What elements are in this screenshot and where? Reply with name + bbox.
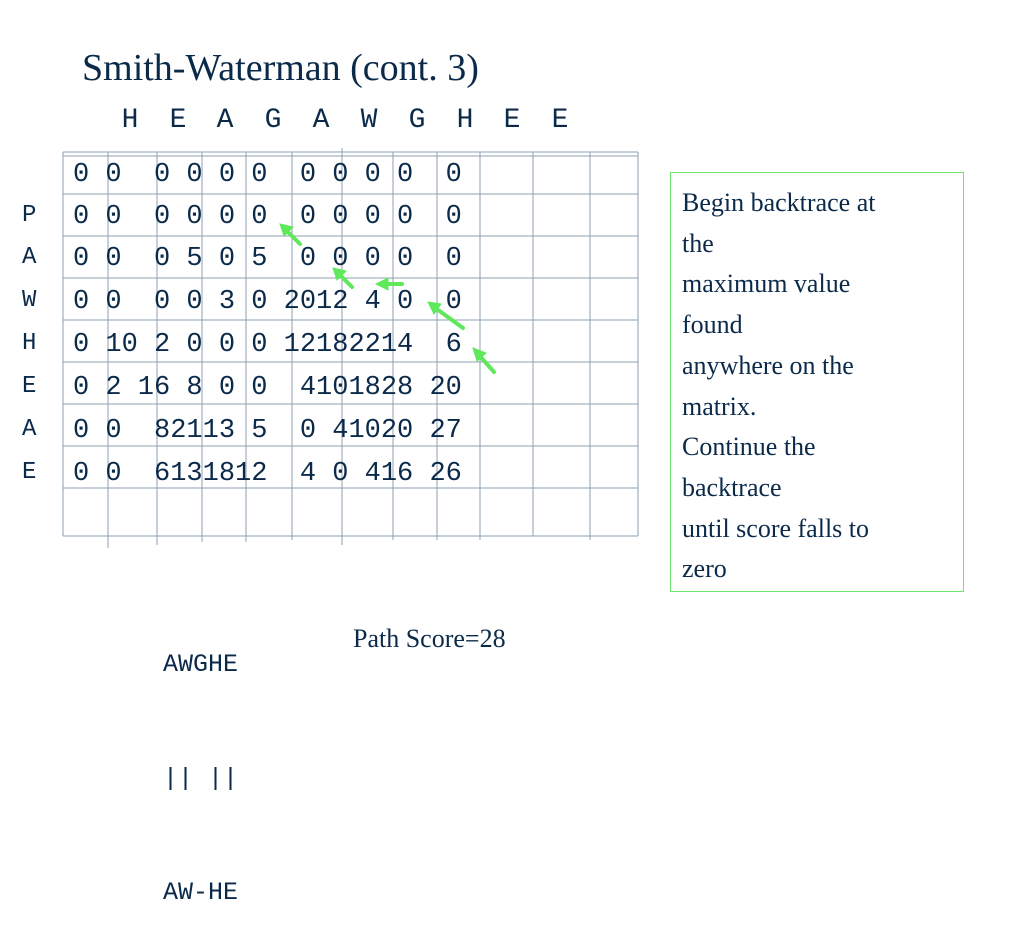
row-letter: H [22,330,37,357]
column-letter: A [216,105,234,136]
backtrace-arrowhead [374,277,389,291]
column-letter: H [456,105,474,136]
matrix-row: 0 0 0 0 3 0 2012 4 0 0 [73,287,462,317]
backtrace-arrowhead [472,347,487,362]
backtrace-arrowhead [332,267,347,281]
callout-line: the [682,228,714,258]
path-score: Path Score=28 [353,624,506,653]
column-letter: E [503,105,521,136]
sequence-alignment: AWGHE || || AW-HE [163,570,238,950]
callout-line: zero [682,554,727,584]
backtrace-callout: Begin backtrace at the maximum value fou… [670,172,964,592]
callout-line: maximum value [682,269,851,299]
column-letter: E [169,105,187,136]
matrix-row: 0 0 6131812 4 0 416 26 [73,459,462,489]
matrix-row: 0 10 2 0 0 0 12182214 6 [73,330,462,360]
alignment-match-line: || || [163,764,239,793]
matrix-row: 0 0 82113 5 0 41020 27 [73,416,462,446]
matrix-row: 0 0 0 5 0 5 0 0 0 0 0 [73,244,462,274]
callout-line: Continue the [682,432,816,462]
alignment-top-sequence: AWGHE [163,650,239,679]
callout-line: Begin backtrace at [682,188,876,217]
callout-line: backtrace [682,472,782,502]
backtrace-arrowhead [427,301,442,315]
slide-title: Smith-Waterman (cont. 3) [82,47,479,89]
backtrace-arrowhead [279,223,294,237]
column-letter: H [121,105,139,136]
row-letter: E [22,459,37,486]
column-header-letters: H E A G A W G H E E [0,105,640,145]
matrix-row: 0 0 0 0 0 0 0 0 0 0 0 [73,160,462,190]
column-letter: W [360,105,378,136]
callout-line: anywhere on the [682,350,854,380]
alignment-bottom-sequence: AW-HE [163,878,239,907]
score-matrix-grid [62,148,639,548]
matrix-row: 0 0 0 0 0 0 0 0 0 0 0 [73,202,462,232]
row-letter: P [22,202,37,229]
column-letter: E [551,105,569,136]
row-letter: W [22,287,37,314]
column-letter: G [408,105,426,136]
row-letter: A [22,416,37,443]
callout-line: matrix. [682,391,757,421]
callout-line: found [682,310,743,340]
row-letter: E [22,373,37,400]
column-letter: A [312,105,330,136]
backtrace-arrow [432,305,465,330]
matrix-row: 0 2 16 8 0 0 4101828 20 [73,373,462,403]
row-letter: A [22,244,37,271]
column-letter: G [264,105,282,136]
callout-line: until score falls to [682,513,870,543]
